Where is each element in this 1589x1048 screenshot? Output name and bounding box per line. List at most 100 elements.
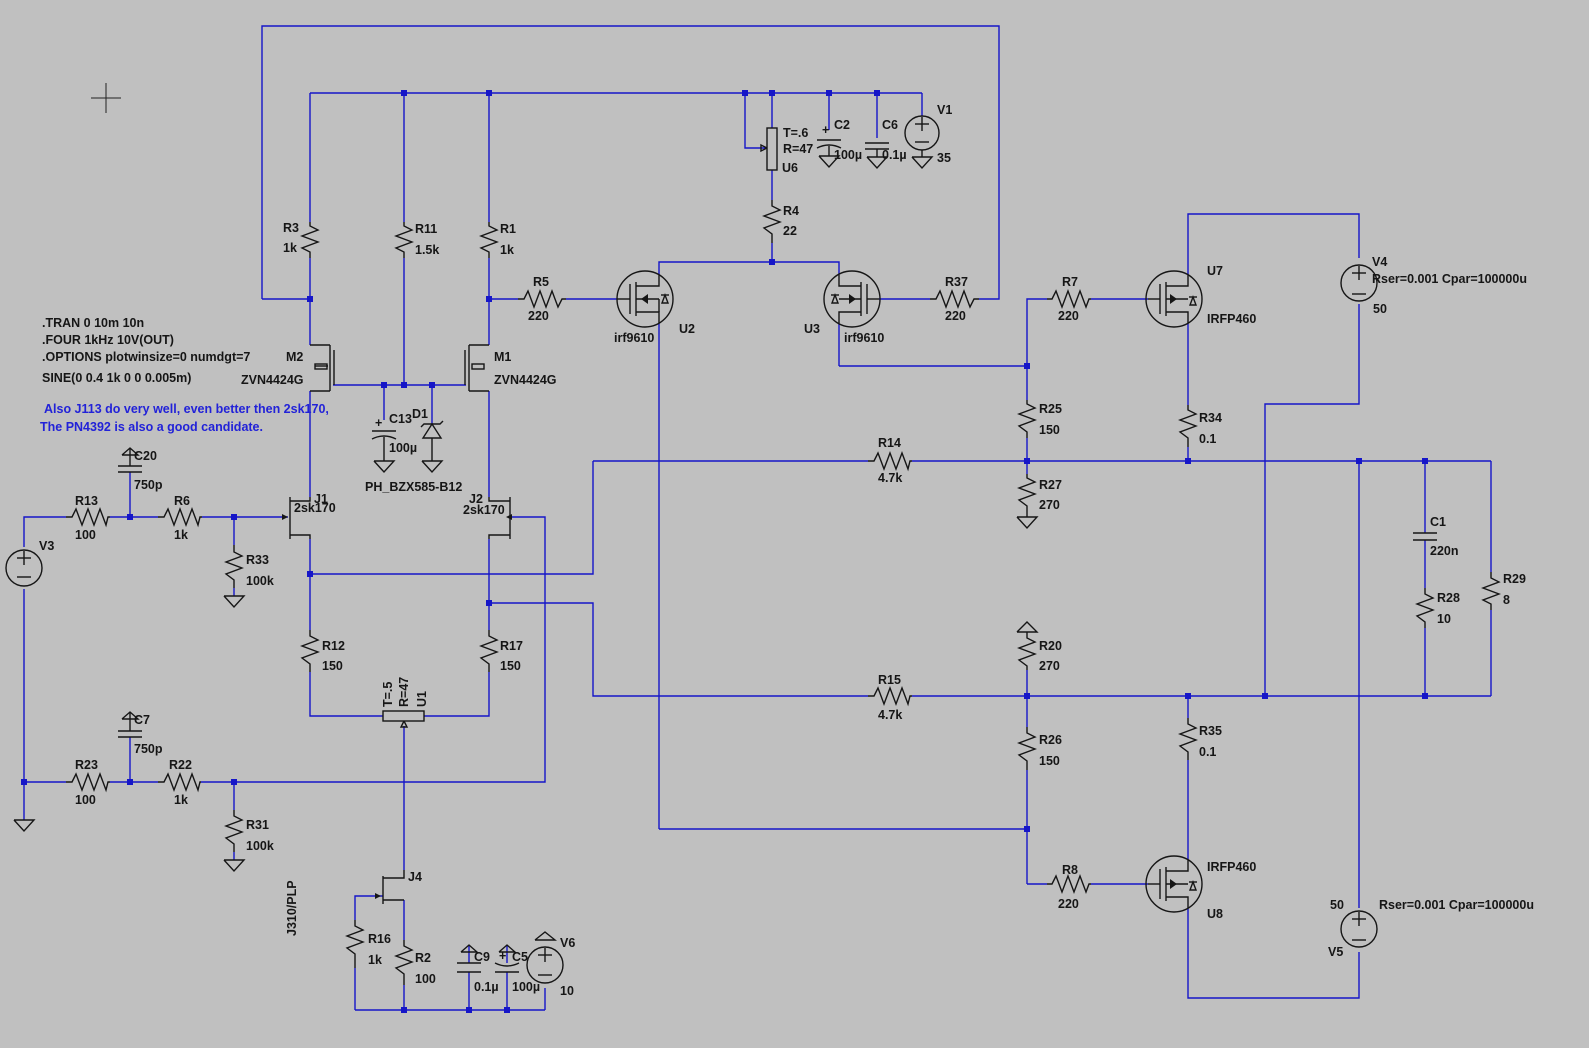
potentiometer-U1[interactable] bbox=[382, 710, 425, 728]
svg-text:10: 10 bbox=[560, 984, 574, 998]
svg-text:R26: R26 bbox=[1039, 733, 1062, 747]
mosfet-U8[interactable] bbox=[1145, 855, 1203, 913]
svg-text:R16: R16 bbox=[368, 932, 391, 946]
voltage-source-V5[interactable] bbox=[1340, 910, 1378, 948]
mosfet-M2[interactable] bbox=[310, 344, 335, 392]
resistor-R25[interactable] bbox=[1017, 400, 1037, 438]
voltage-source-V4[interactable] bbox=[1340, 264, 1378, 302]
svg-text:D1: D1 bbox=[412, 407, 428, 421]
mosfet-M1[interactable] bbox=[464, 344, 489, 392]
wires bbox=[23, 25, 1492, 1011]
voltage-source-V6[interactable] bbox=[526, 946, 564, 984]
resistor-R35[interactable] bbox=[1178, 718, 1198, 760]
svg-text:1.5k: 1.5k bbox=[415, 243, 439, 257]
resistor-R27[interactable] bbox=[1017, 474, 1037, 512]
resistor-R31[interactable] bbox=[224, 810, 244, 852]
svg-text:Rser=0.001 Cpar=100000u: Rser=0.001 Cpar=100000u bbox=[1379, 898, 1534, 912]
resistor-R33[interactable] bbox=[224, 545, 244, 588]
svg-text:4.7k: 4.7k bbox=[878, 708, 902, 722]
mosfet-U2[interactable] bbox=[616, 270, 674, 328]
capacitor-C13[interactable]: + bbox=[371, 416, 397, 474]
svg-text:0.1µ: 0.1µ bbox=[474, 980, 499, 994]
svg-text:+: + bbox=[499, 949, 506, 963]
capacitor-C2[interactable]: + bbox=[816, 123, 842, 169]
resistor-R23[interactable] bbox=[66, 772, 110, 793]
component-labels: R3 1k R11 1.5k R1 1k R5 220 R4 22 R37 22… bbox=[39, 103, 1534, 998]
spice-directives[interactable]: .TRAN 0 10m 10n .FOUR 1kHz 10V(OUT) .OPT… bbox=[42, 316, 250, 385]
resistor-R26[interactable] bbox=[1017, 727, 1037, 770]
resistor-R29[interactable] bbox=[1481, 572, 1501, 610]
svg-text:C5: C5 bbox=[512, 950, 528, 964]
svg-text:100: 100 bbox=[75, 793, 96, 807]
svg-text:M2: M2 bbox=[286, 350, 303, 364]
svg-text:C6: C6 bbox=[882, 118, 898, 132]
directive-sine: SINE(0 0.4 1k 0 0 0.005m) bbox=[42, 371, 191, 385]
resistor-R3[interactable] bbox=[300, 222, 320, 258]
resistor-R13[interactable] bbox=[66, 507, 110, 528]
mosfet-U7[interactable] bbox=[1145, 270, 1203, 328]
resistor-R34[interactable] bbox=[1178, 405, 1198, 447]
comment-notes[interactable]: Also J113 do very well, even better then… bbox=[40, 402, 329, 434]
svg-text:U1: U1 bbox=[415, 691, 429, 707]
svg-text:PH_BZX585-B12: PH_BZX585-B12 bbox=[365, 480, 462, 494]
svg-text:U2: U2 bbox=[679, 322, 695, 336]
resistor-R7[interactable] bbox=[1047, 289, 1091, 309]
resistor-R37[interactable] bbox=[930, 289, 979, 309]
resistor-R5[interactable] bbox=[518, 289, 566, 309]
svg-text:R20: R20 bbox=[1039, 639, 1062, 653]
directive-options: .OPTIONS plotwinsize=0 numdgt=7 bbox=[42, 350, 250, 364]
svg-text:+: + bbox=[375, 416, 382, 430]
resistor-R12[interactable] bbox=[300, 630, 320, 672]
capacitor-C6[interactable] bbox=[865, 142, 889, 170]
resistor-R28[interactable] bbox=[1415, 588, 1435, 628]
svg-text:1k: 1k bbox=[500, 243, 514, 257]
svg-text:220: 220 bbox=[528, 309, 549, 323]
capacitor-C5[interactable]: + bbox=[494, 944, 520, 973]
capacitor-C9[interactable] bbox=[457, 944, 481, 973]
cursor-crosshair bbox=[91, 83, 121, 113]
svg-text:J1: J1 bbox=[314, 492, 328, 506]
resistor-R8[interactable] bbox=[1047, 874, 1091, 894]
svg-text:R17: R17 bbox=[500, 639, 523, 653]
svg-text:750p: 750p bbox=[134, 478, 163, 492]
jfet-J2[interactable] bbox=[488, 497, 512, 539]
svg-text:R31: R31 bbox=[246, 818, 269, 832]
resistor-R2[interactable] bbox=[394, 940, 414, 985]
capacitor-C20[interactable] bbox=[118, 447, 142, 473]
resistor-R1[interactable] bbox=[479, 222, 499, 258]
resistor-R15[interactable] bbox=[868, 686, 912, 707]
voltage-source-V1[interactable] bbox=[904, 115, 940, 151]
svg-text:R12: R12 bbox=[322, 639, 345, 653]
svg-text:100k: 100k bbox=[246, 839, 274, 853]
svg-text:J310/PLP: J310/PLP bbox=[285, 880, 299, 936]
resistor-R4[interactable] bbox=[762, 200, 782, 243]
resistor-R11[interactable] bbox=[394, 222, 414, 258]
capacitor-C7[interactable] bbox=[118, 711, 142, 738]
svg-text:R2: R2 bbox=[415, 951, 431, 965]
jfet-J1[interactable] bbox=[282, 497, 311, 539]
note-line-1: Also J113 do very well, even better then… bbox=[44, 402, 329, 416]
zener-D1[interactable] bbox=[420, 420, 444, 474]
svg-text:22: 22 bbox=[783, 224, 797, 238]
resistor-R6[interactable] bbox=[158, 507, 202, 528]
svg-text:R28: R28 bbox=[1437, 591, 1460, 605]
resistor-R22[interactable] bbox=[158, 772, 201, 793]
resistor-R14[interactable] bbox=[868, 451, 912, 472]
svg-text:0.1: 0.1 bbox=[1199, 745, 1216, 759]
mosfet-U3[interactable] bbox=[823, 270, 881, 328]
resistor-R16[interactable] bbox=[345, 920, 365, 968]
svg-text:C9: C9 bbox=[474, 950, 490, 964]
resistor-R20[interactable] bbox=[1017, 632, 1037, 670]
capacitor-C1[interactable] bbox=[1413, 532, 1437, 541]
svg-text:R11: R11 bbox=[415, 222, 437, 236]
svg-text:C1: C1 bbox=[1430, 515, 1446, 529]
svg-text:100: 100 bbox=[415, 972, 436, 986]
voltage-source-V3[interactable] bbox=[5, 549, 43, 587]
svg-text:V4: V4 bbox=[1372, 255, 1387, 269]
potentiometer-U6[interactable] bbox=[760, 127, 778, 171]
resistor-R17[interactable] bbox=[479, 630, 499, 672]
svg-text:V6: V6 bbox=[560, 936, 575, 950]
jfet-J4[interactable] bbox=[375, 870, 405, 904]
svg-text:1k: 1k bbox=[174, 528, 188, 542]
